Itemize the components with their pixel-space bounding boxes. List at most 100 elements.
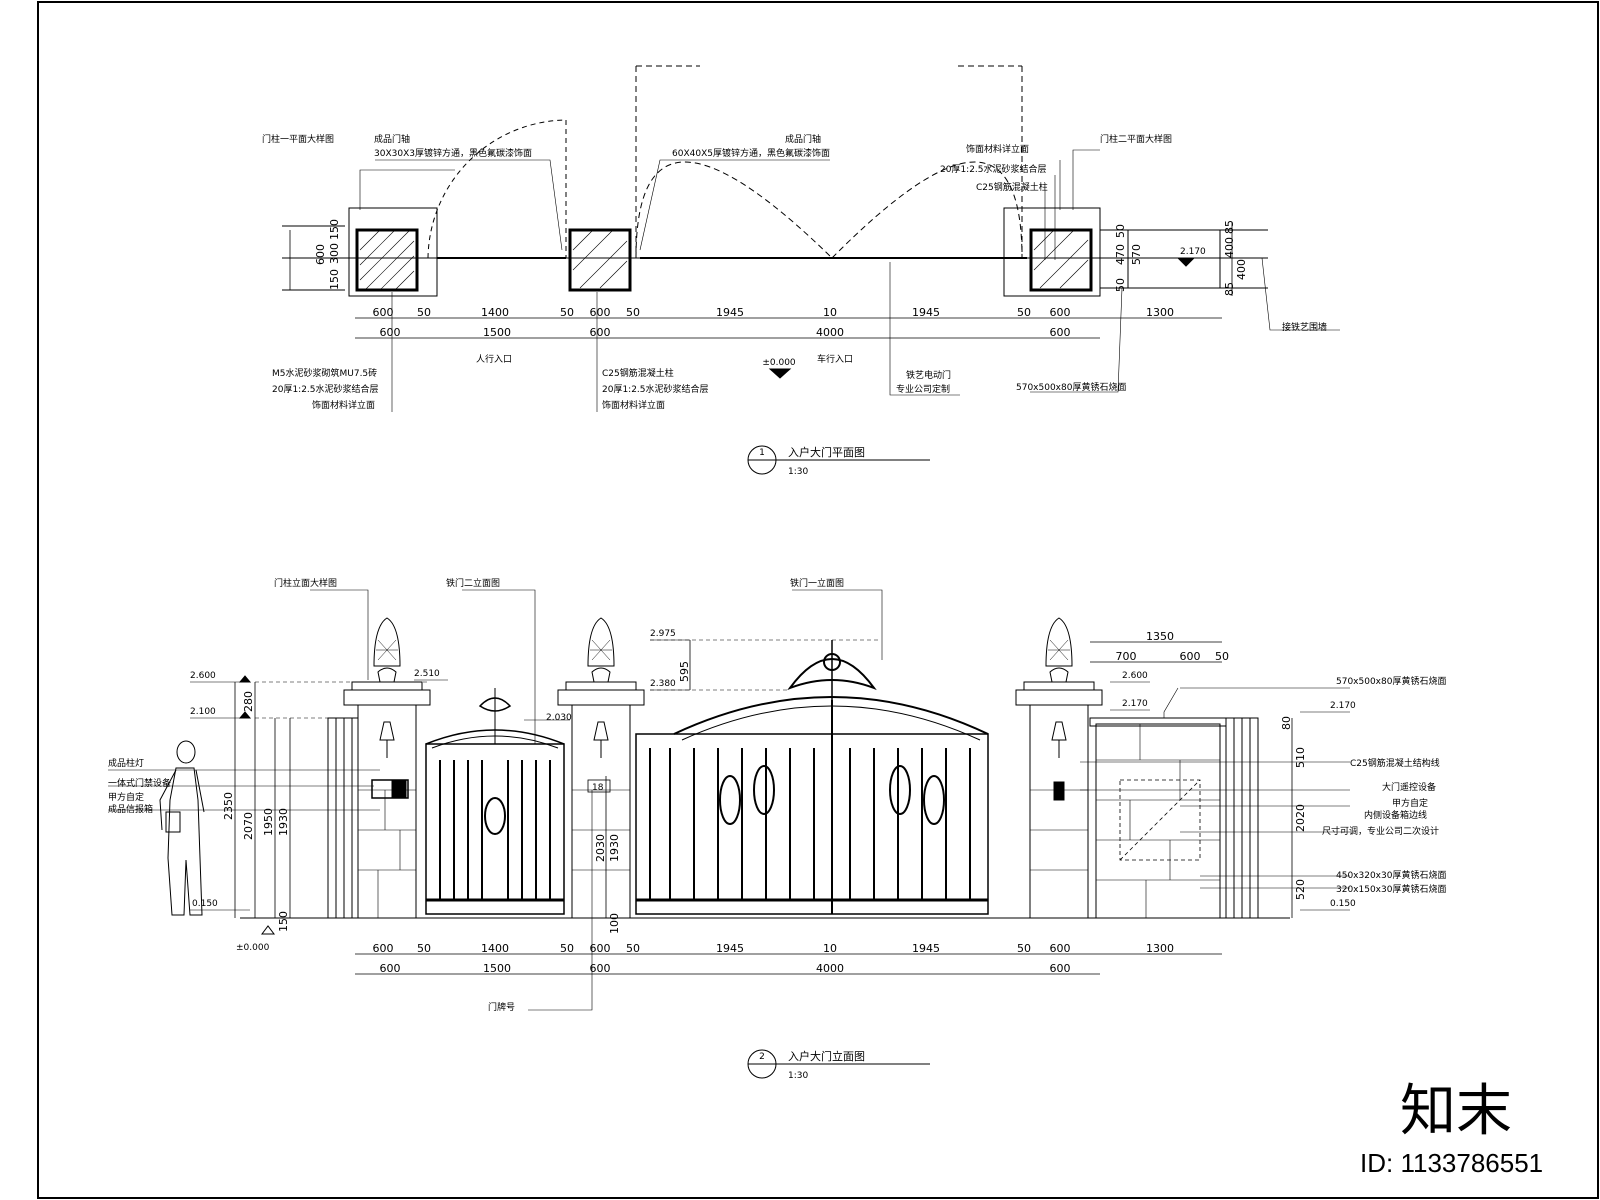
level: 2.380 [650,679,676,689]
pillar-1-plan [355,228,419,292]
elev-dim: 600 [1050,962,1071,975]
elev-vdim: 520 [1294,879,1307,900]
gate-2-elev [425,743,565,915]
elev-dim: 50 [417,942,431,955]
plan-scale: 1:30 [788,467,808,477]
plan-vdim: 600 [314,244,327,265]
stone-cap-elev-label: 570x500x80厚黄锈石烧面 [1336,675,1446,687]
mailbox-label: 成品信报箱 [108,803,153,815]
elev-dim: 50 [1017,942,1031,955]
elev-vdim: 100 [608,913,621,934]
remote-label: 大门遥控设备 [1382,781,1436,793]
plan-vdim: 50 [1114,224,1127,238]
pillar-1-elev [357,704,417,919]
plan-dim: 1500 [483,326,511,339]
plan-dim: 10 [823,306,837,319]
elev-dim: 1300 [1146,942,1174,955]
mortar-right-label: 20厚1:2.5水泥砂浆结合层 [940,163,1047,175]
plan-dim: 50 [560,306,574,319]
elev-top-dim: 700 [1116,650,1137,663]
plan-vdim: 400 [1223,237,1236,258]
elev-vdim: 2020 [1294,804,1307,832]
custom-gate-label: 专业公司定制 [896,383,950,395]
plan-dim: 600 [373,306,394,319]
plan-dim: 4000 [816,326,844,339]
elev-top-dim: 1350 [1146,630,1174,643]
pillar-2-elev [571,704,631,919]
sheet-frame [37,1,1599,1199]
brick-label: M5水泥砂浆砌筑MU7.5砖 [272,367,377,379]
pillar1-plan-label: 门柱一平面大样图 [262,133,334,145]
mortar-mid-label: 20厚1:2.5水泥砂浆结合层 [602,383,709,395]
gate1-elev-label: 铁门一立面图 [790,577,844,589]
plan-dim: 1300 [1146,306,1174,319]
client-label: 甲方自定 [108,791,144,803]
elev-vdim: 280 [242,691,255,712]
elev-dim: 1945 [912,942,940,955]
plan-dim: 600 [1050,326,1071,339]
pillar-2-plan [568,228,632,292]
pedestrian-entry-label: 人行入口 [476,353,512,365]
level: 0.150 [192,899,218,909]
elev-dim: 600 [590,962,611,975]
plan-dim: 1945 [912,306,940,319]
plan-vdim: 470 [1114,244,1127,265]
level: 2.170 [1330,701,1356,711]
finish-mid-label: 饰面材料详立面 [602,399,665,411]
elev-vdim: 1930 [608,834,621,862]
plan-title: 入户大门平面图 [788,445,865,459]
house-number-plate: 18 [592,783,604,793]
mortar-left-label: 20厚1:2.5水泥砂浆结合层 [272,383,379,395]
level: 2.100 [190,707,216,717]
elev-top-dim: 50 [1215,650,1229,663]
elev-dim: 50 [560,942,574,955]
level: 2.600 [190,671,216,681]
plan-vdim: 85 [1223,282,1236,296]
elev-dim: 600 [590,942,611,955]
scale-figure [159,740,205,916]
elev-vdim: 2350 [222,792,235,820]
hinge2-label: 成品门轴 [785,133,821,145]
plan-level: ±0.000 [762,358,796,368]
stone-cap-plan-label: 570x500x80厚黄锈石烧面 [1016,381,1126,393]
hinge1-label: 成品门轴 [374,133,410,145]
finish-left-label: 饰面材料详立面 [312,399,375,411]
pillar-3-elev [1029,704,1089,919]
gate2-elev-label: 铁门二立面图 [446,577,500,589]
plan-text: 600 50 1400 50 600 50 1945 10 1945 50 60… [262,133,1327,477]
plan-vdim: 50 [1114,278,1127,292]
plan-view [282,65,1340,475]
level: 2.510 [414,669,440,679]
watermark-logo: 知末 [1400,1079,1512,1142]
plan-vdim: 400 [1235,259,1248,280]
elev-vdim: 2030 [594,834,607,862]
electric-gate-label: 铁艺电动门 [906,369,951,381]
elev-vdim: 2070 [242,812,255,840]
elevation-view [108,589,1350,1079]
plate-label: 门牌号 [488,1001,515,1013]
steel2-label: 60X40X5厚镀锌方通，黑色氟碳漆饰面 [672,147,830,159]
level: 2.030 [546,713,572,723]
steel1-label: 30X30X3厚镀锌方通，黑色氟碳漆饰面 [374,147,532,159]
concrete-mid-label: C25钢筋混凝土柱 [602,367,674,379]
elev-title: 入户大门立面图 [788,1049,865,1063]
elev-dim: 600 [380,962,401,975]
plan-number: 1 [759,448,765,458]
elev-dim: 600 [373,942,394,955]
stone1-label: 450x320x30厚黄锈石烧面 [1336,869,1446,881]
finish-right-label: 饰面材料详立面 [966,143,1029,155]
plan-dim: 50 [626,306,640,319]
pillar2-plan-label: 门柱二平面大样图 [1100,133,1172,145]
plan-dim: 50 [1017,306,1031,319]
plan-dim: 600 [380,326,401,339]
plan-dim: 600 [590,326,611,339]
elev-vdim: 510 [1294,747,1307,768]
elev-dim: 1945 [716,942,744,955]
watermark-id: ID: 1133786551 [1360,1148,1543,1178]
plan-dim: 600 [590,306,611,319]
plan-dim: 1400 [481,306,509,319]
plan-vdim: 85 [1223,220,1236,234]
plan-vdim: 150 [328,269,341,290]
pillar-3-plan [1029,228,1093,292]
